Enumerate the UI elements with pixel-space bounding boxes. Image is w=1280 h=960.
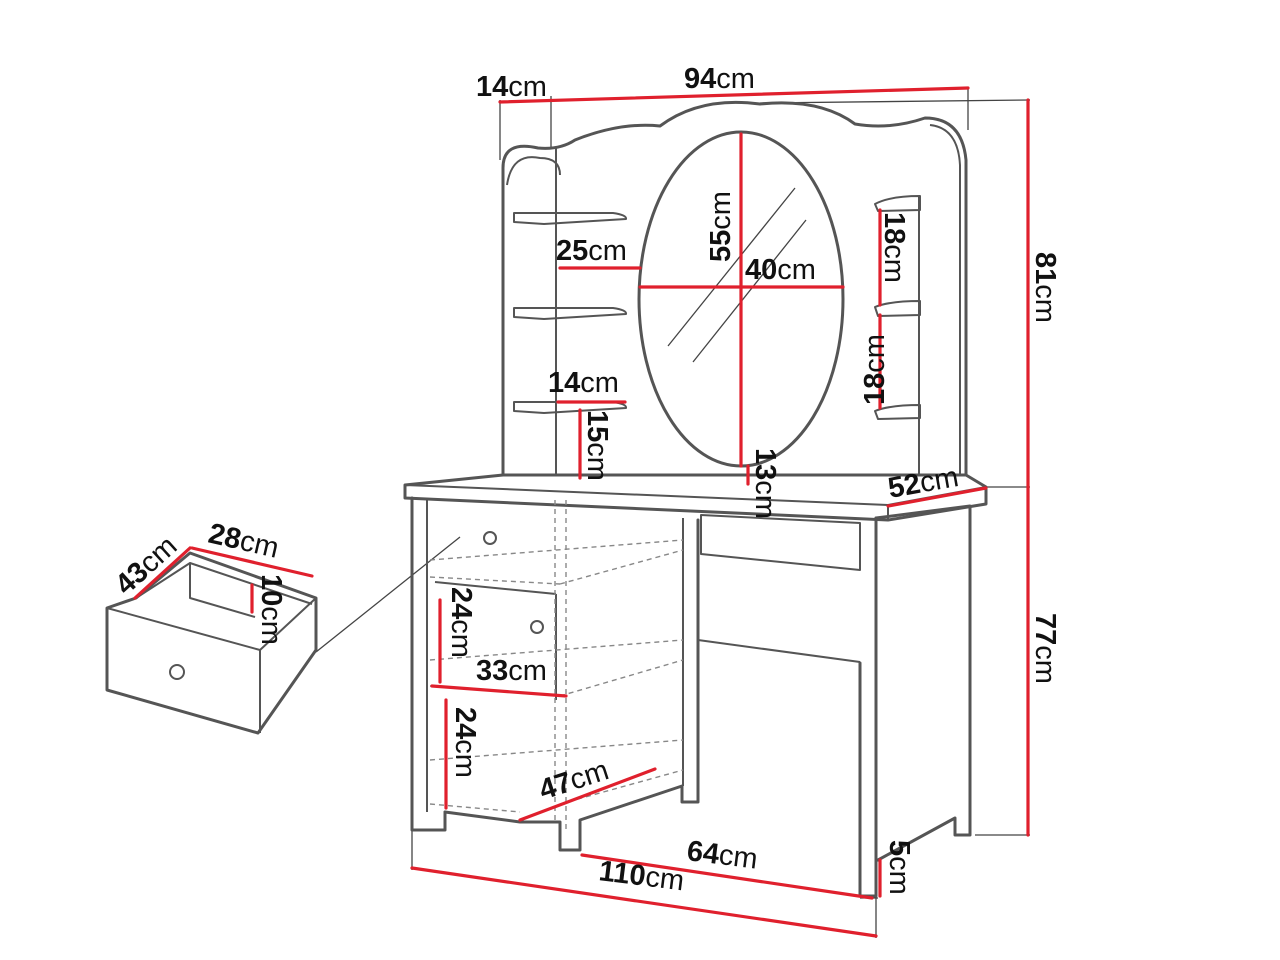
label-mirror-base-gap: 13cm <box>749 448 781 519</box>
label-mirror-width: 40cm <box>745 254 816 286</box>
label-total-width: 110cm <box>597 855 686 897</box>
dimension-labels: 94cm 14cm 81cm 77cm 55cm 40cm 25cm 14cm … <box>109 63 1061 897</box>
label-compartment-height-bottom: 24cm <box>449 707 481 778</box>
label-leg-height: 5cm <box>883 840 915 895</box>
label-drawer-width: 28cm <box>205 518 281 565</box>
hutch <box>501 100 968 477</box>
label-top-width: 94cm <box>684 63 755 95</box>
label-side-shelf-gap-bottom: 18cm <box>859 334 891 405</box>
label-top-depth: 14cm <box>476 71 547 103</box>
label-drawer-height: 10cm <box>255 574 287 645</box>
label-knee-space-width: 64cm <box>685 835 759 875</box>
label-shelf-width: 25cm <box>556 235 627 267</box>
label-side-shelf-gap-top: 18cm <box>878 212 910 283</box>
label-desk-depth: 52cm <box>886 461 961 505</box>
label-compartment-width: 33cm <box>476 655 547 687</box>
label-compartment-height-top: 24cm <box>445 587 477 658</box>
label-desk-height: 77cm <box>1029 613 1061 684</box>
extension-lines <box>315 88 1031 938</box>
label-mirror-height: 55cm <box>705 191 737 262</box>
label-shelf-gap: 15cm <box>581 410 613 481</box>
label-total-height-upper: 81cm <box>1029 252 1061 323</box>
dimension-lines <box>133 86 1030 938</box>
label-shelf-depth: 14cm <box>548 367 619 399</box>
